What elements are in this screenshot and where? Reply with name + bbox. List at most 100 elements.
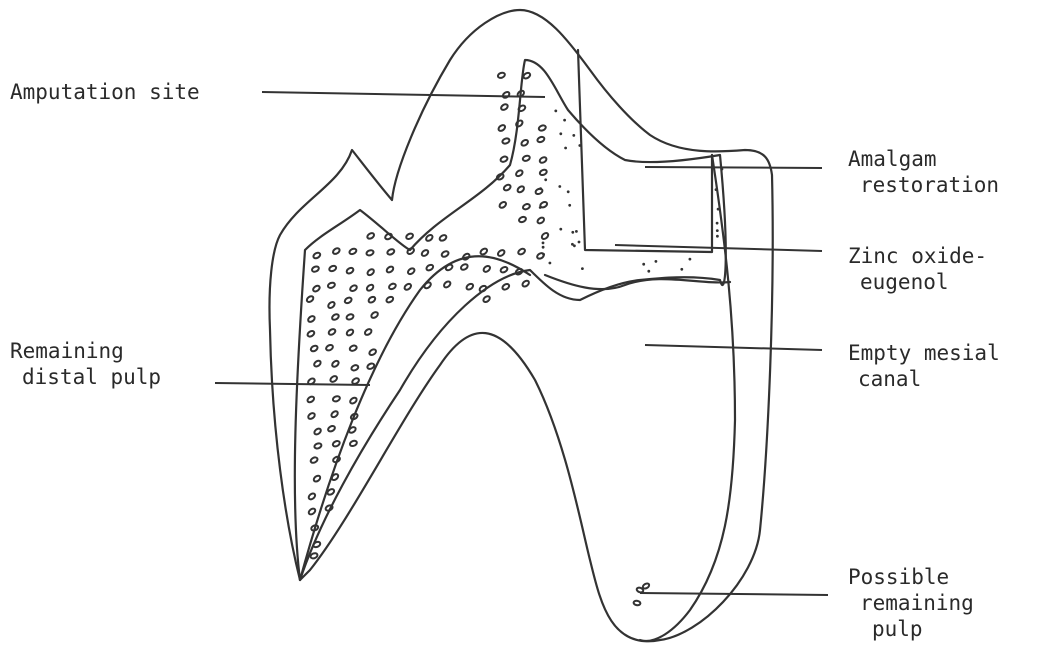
pulp-cell: [349, 248, 358, 256]
eugenol-dot: [655, 260, 658, 263]
pulp-cell: [502, 137, 510, 144]
pulp-cell: [312, 285, 321, 293]
eugenol-dot: [571, 243, 574, 246]
pulp-cell: [443, 280, 452, 288]
pulp-cell: [465, 283, 474, 291]
pulp-cell: [329, 375, 338, 383]
pulp-cell: [521, 280, 530, 288]
pulp-cell: [425, 234, 434, 242]
pulp-cell: [349, 440, 357, 447]
pulp-cell: [313, 475, 322, 483]
pulp-cell: [325, 504, 334, 511]
empty-mesial-canal-label: Empty mesial canal: [848, 340, 1000, 392]
amalgam-restoration-leader: [645, 167, 822, 168]
pulp-cell: [328, 265, 337, 272]
pulp-cell: [500, 103, 509, 111]
pulp-cell: [388, 283, 397, 291]
zinc-oxide-eugenol-label: Zinc oxide- eugenol: [848, 243, 987, 295]
pulp-cell: [368, 348, 377, 356]
eugenol-dot: [717, 208, 720, 211]
eugenol-dot: [544, 178, 547, 181]
pulp-cell: [522, 155, 530, 162]
eugenol-dot: [549, 262, 552, 265]
pulp-cell: [311, 265, 320, 272]
pulp-cell: [346, 267, 355, 275]
eugenol-dot: [542, 246, 545, 249]
pulp-cell: [349, 345, 358, 352]
pulp-cell: [327, 282, 335, 289]
pulp-cell: [423, 281, 432, 289]
pulp-cell: [368, 296, 377, 304]
possible-remaining-pulp-label: Possible remaining pulp: [848, 564, 974, 642]
pulp-cell: [479, 247, 488, 255]
pulp-cell: [312, 252, 321, 260]
pulp-cell: [370, 311, 379, 319]
pulp-cell: [346, 313, 354, 320]
pulp-cell: [306, 395, 315, 403]
eugenol-dot: [559, 132, 562, 135]
mesial-canal-wall: [640, 155, 735, 641]
pulp-cell: [497, 72, 505, 79]
eugenol-dot: [572, 134, 575, 137]
pulp-cell: [331, 360, 340, 368]
eugenol-dot: [554, 110, 557, 113]
pulp-cell: [331, 313, 340, 321]
eugenol-dot: [689, 258, 692, 261]
pulp-cell: [502, 91, 511, 99]
pulp-cell: [441, 250, 450, 258]
apex-pulp-cell: [633, 600, 640, 606]
pulp-cell: [407, 267, 416, 275]
pulp-cell: [516, 185, 525, 193]
pulp-cell: [482, 295, 491, 303]
eugenol-dot: [563, 119, 566, 122]
pulp-chamber-outline: [295, 60, 726, 580]
pulp-cell: [439, 234, 448, 242]
pulp-cell: [310, 456, 319, 464]
pulp-cell: [307, 330, 316, 338]
pulp-cell: [500, 156, 509, 163]
eugenol-dot: [642, 263, 645, 266]
pulp-cell: [325, 344, 334, 352]
eugenol-dot: [539, 206, 542, 209]
eugenol-dot: [564, 147, 567, 150]
pulp-cell: [351, 364, 360, 371]
pulp-cell: [328, 328, 337, 336]
pulp-cell: [364, 328, 373, 336]
pulp-cell: [501, 283, 510, 291]
eugenol-dot: [680, 268, 683, 271]
pulp-cell: [384, 233, 393, 241]
pulp-cell: [313, 360, 322, 368]
pulp-cell: [314, 442, 322, 449]
amalgam-restoration-label: Amalgam restoration: [848, 146, 999, 198]
pulp-cell: [518, 216, 526, 223]
eugenol-dot: [571, 231, 574, 234]
eugenol-dot: [716, 222, 719, 225]
amputation-site-label: Amputation site: [10, 79, 200, 105]
eugenol-dot: [575, 230, 578, 233]
pulp-cell: [503, 184, 512, 192]
pulp-cell: [306, 295, 315, 303]
pulp-cell: [366, 249, 374, 256]
pulp-cell: [308, 507, 317, 515]
pulp-cell: [541, 232, 550, 240]
eugenol-dot: [715, 188, 718, 191]
pulp-cell: [403, 283, 412, 291]
pulp-cell: [522, 203, 531, 210]
pulp-cell: [498, 201, 507, 209]
pulp-cell: [517, 248, 526, 256]
pulp-cell: [307, 412, 316, 420]
eugenol-dot: [542, 253, 545, 256]
pulp-cell: [515, 169, 524, 177]
pulp-cell: [327, 425, 336, 433]
pulp-cell: [537, 136, 545, 143]
pulp-cell: [482, 265, 491, 273]
eugenol-dot: [567, 190, 570, 193]
eugenol-dot: [578, 241, 581, 244]
eugenol-dot: [559, 228, 562, 231]
pulp-cell: [330, 410, 339, 418]
pulp-cell: [386, 265, 395, 273]
pulp-cell: [539, 156, 548, 164]
pulp-cell: [460, 263, 469, 271]
pulp-cell: [497, 249, 506, 257]
